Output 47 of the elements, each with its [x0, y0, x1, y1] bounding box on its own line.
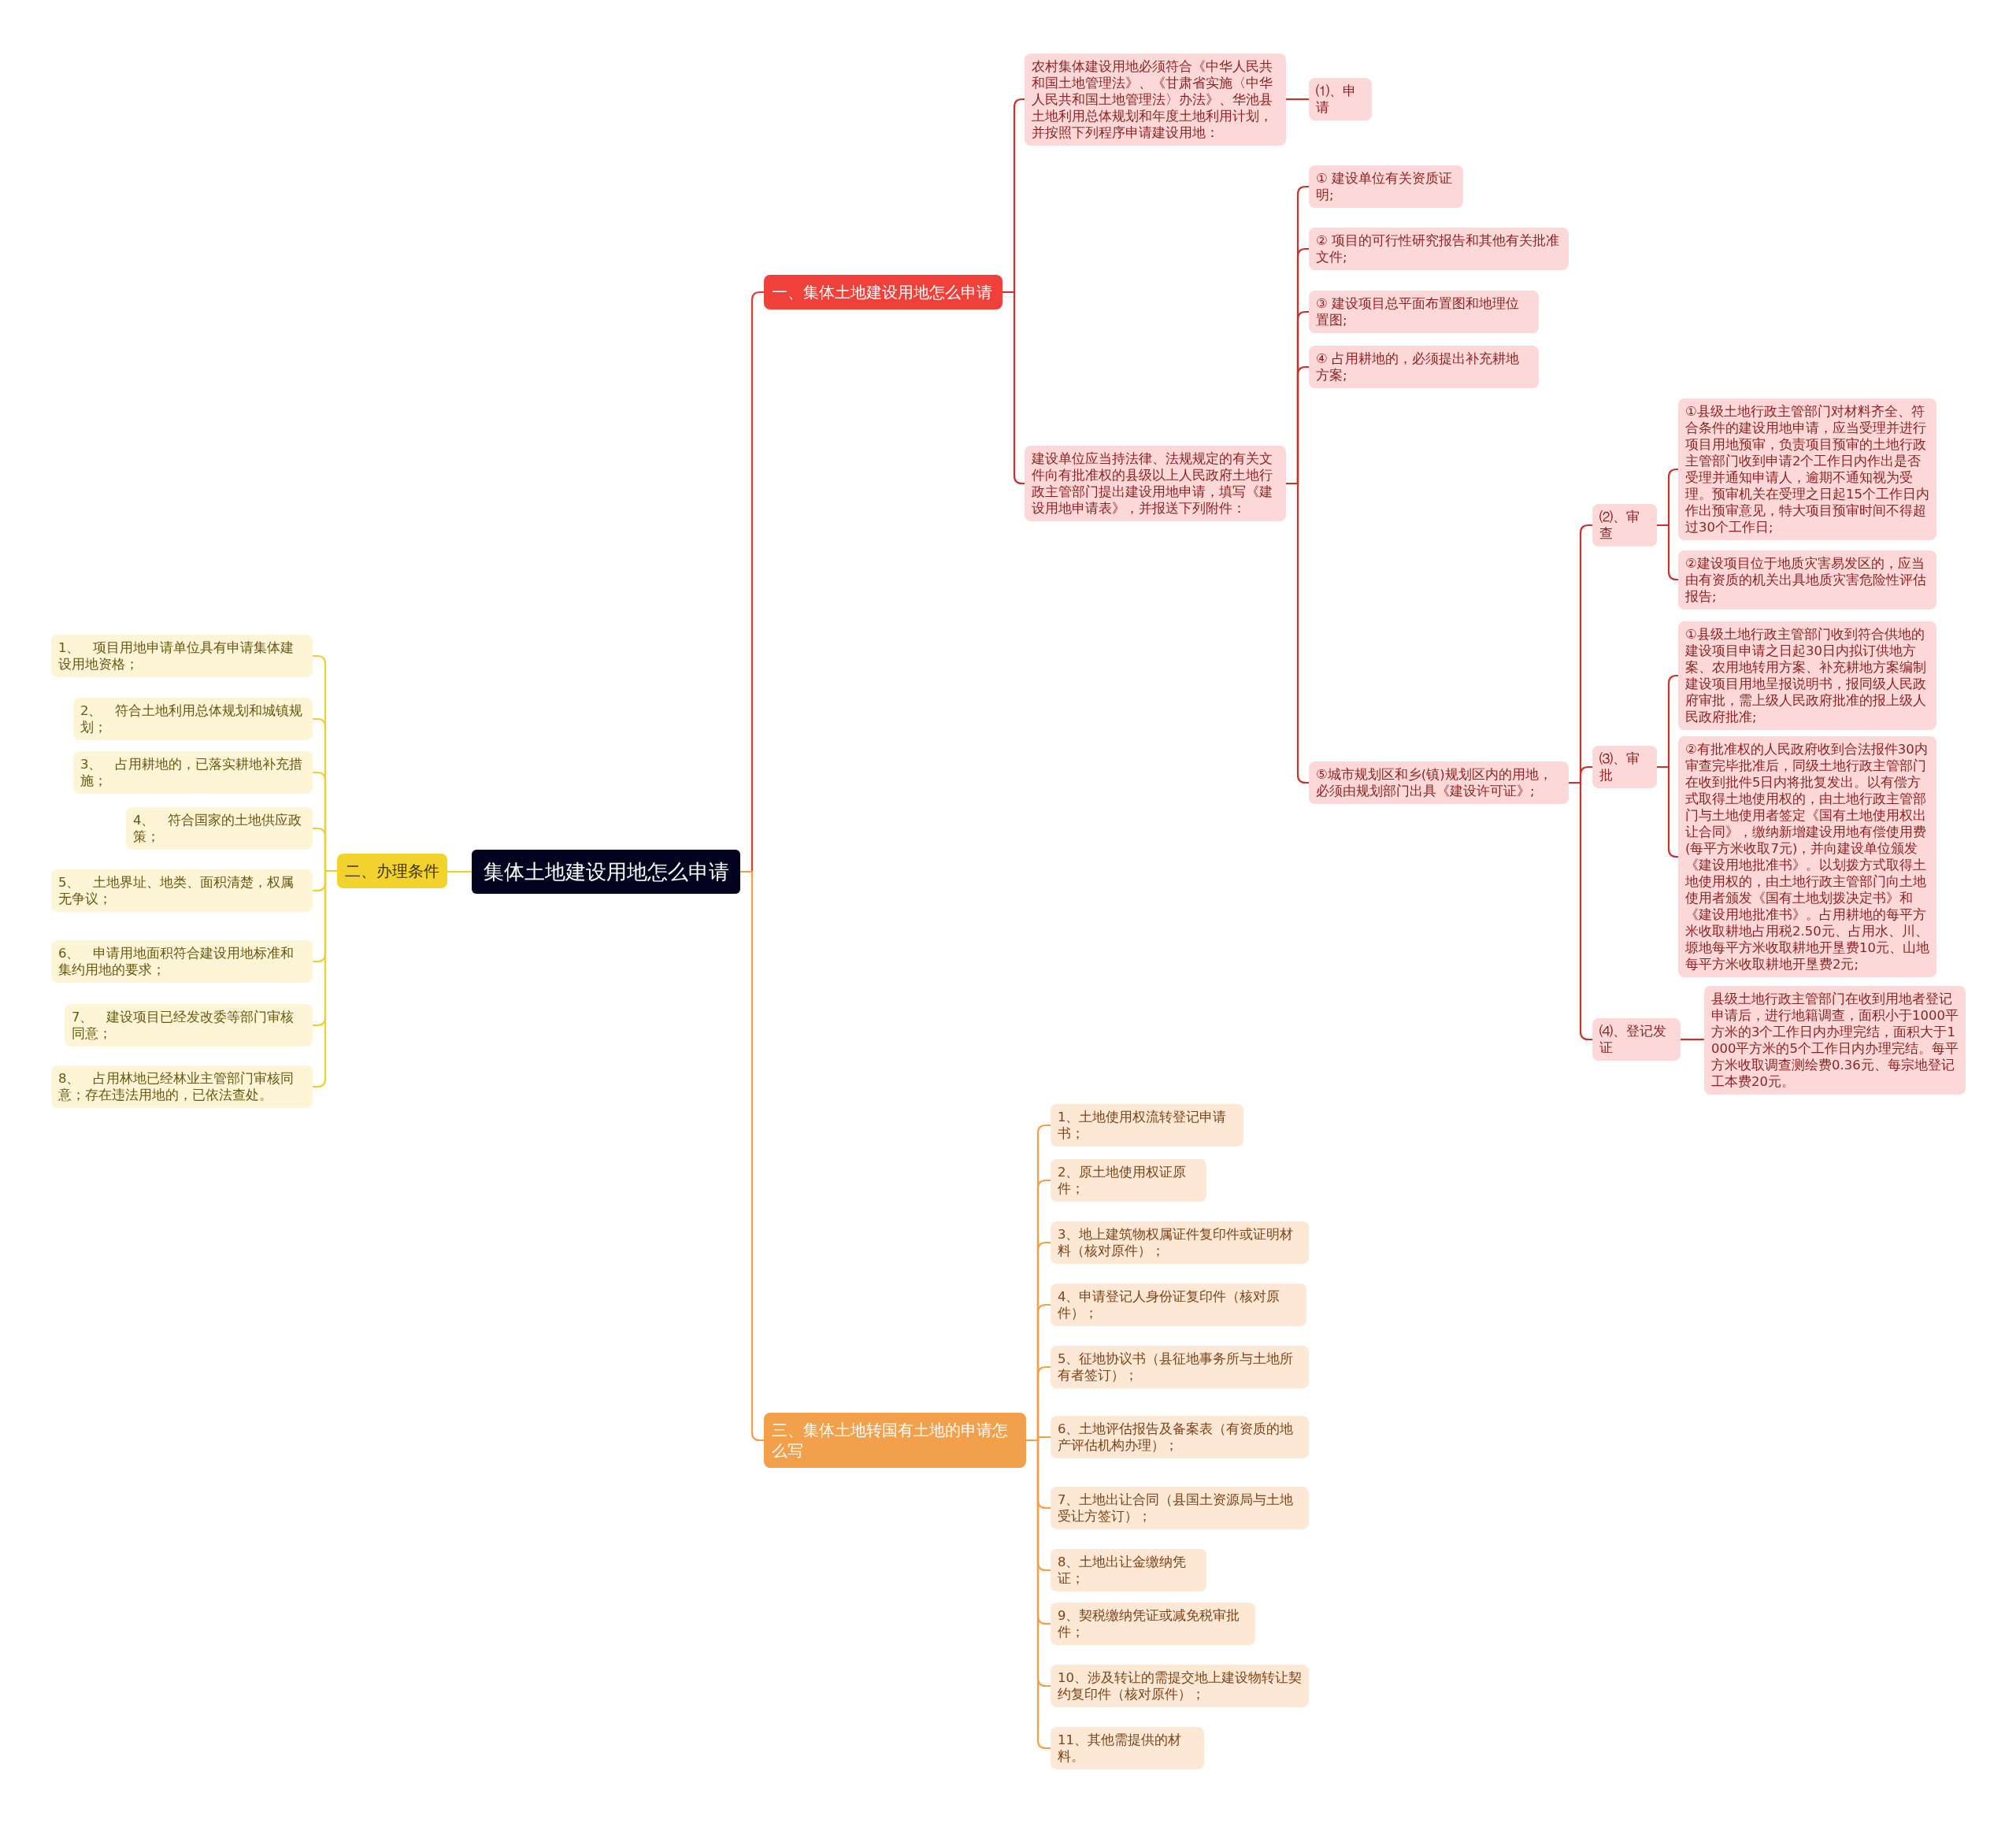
subtopic-box: ⑷、登记发证: [1592, 1018, 1681, 1061]
subtopic-box: 2、 符合土地利用总体规划和城镇规划；: [73, 698, 313, 740]
subtopic-box: ②有批准权的人民政府收到合法报件30内审查完毕批准后，同级土地行政主管部门在收到批件5日内将批复发出。以有偿方式取得土地使用权的，由土地行政主管部门与土地使用者签定《国有土地使用权出让合同》，缴纳新增建设用地有偿使用费(每平方米收取7元)，并向建设单位颁发《建设用地批准书》。以划拨方式取得土地使用权的，由土地行政主管部门向土地使用者颁发《国有土地划拨决定书》和《建设用地批准书》。占用耕地的每平方米收取耕地占用税2.50元、占用水、川、塬地每平方米收取耕地开垦费10元、山地每平方米收取耕地开垦费2元;: [1678, 736, 1936, 977]
connector-line: [1681, 1038, 1704, 1041]
subtopic-box: 2、原土地使用权证原件；: [1051, 1159, 1206, 1202]
subtopic-box: 7、 建设项目已经发改委等部门审核同意；: [65, 1004, 313, 1047]
subtopic-box: ⑵、审查: [1592, 504, 1657, 547]
subtopic-box: 7、土地出让合同（县国土资源局与土地受让方签订）；: [1051, 1487, 1309, 1529]
subtopic-box: ①县级土地行政主管部门收到符合供地的建设项目申请之日起30日内拟订供地方案、农用地转用方案、补充耕地方案编制建设项目用地呈报说明书，报同级人民政府审批，需上级人民政府批准的报上级人民政府批准;: [1678, 621, 1936, 730]
connector-line: [1657, 524, 1678, 581]
subtopic-box: ⑶、审批: [1592, 746, 1657, 788]
subtopic-box: ① 建设单位有关资质证明;: [1309, 165, 1463, 208]
subtopic-box: ⑴、申请: [1309, 78, 1372, 120]
main-topic: 一、集体土地建设用地怎么申请: [764, 275, 1002, 309]
connector-line: [1026, 1439, 1051, 1750]
subtopic-box: 3、 占用耕地的，已落实耕地补充措施；: [73, 751, 313, 794]
main-topic: 二、办理条件: [337, 854, 447, 888]
subtopic-box: ② 项目的可行性研究报告和其他有关批准文件;: [1309, 228, 1569, 270]
subtopic-box: 农村集体建设用地必须符合《中华人民共和国土地管理法》、《甘肃省实施〈中华人民共和国土地管理法〉办法》、华池县土地利用总体规划和年度土地利用计划，并按照下列程序申请建设用地：: [1025, 53, 1286, 146]
subtopic-box: ③ 建设项目总平面布置图和地理位置图;: [1309, 291, 1539, 333]
subtopic-box: 1、土地使用权流转登记申请书；: [1051, 1104, 1243, 1147]
subtopic-box: 3、地上建筑物权属证件复印件或证明材料（核对原件）；: [1051, 1221, 1309, 1264]
subtopic-box: 5、征地协议书（县征地事务所与土地所有者签订）；: [1051, 1346, 1309, 1388]
subtopic-box: 11、其他需提供的材料。: [1051, 1727, 1204, 1769]
connector-line: [1286, 98, 1309, 101]
subtopic-box: 9、契税缴纳凭证或减免税审批件；: [1051, 1603, 1255, 1645]
subtopic-box: 县级土地行政主管部门在收到用地者登记申请后，进行地籍调查，面积小于1000平方米的3个工作日内办理完结，面积大于1000平方米的5个工作日内办理完结。每平方米收取调查测绘费0.36元、每宗地登记工本费20元。: [1704, 986, 1966, 1095]
subtopic-box: 5、 土地界址、地类、面积清楚，权属无争议；: [51, 869, 313, 912]
subtopic-box: 8、 占用林地已经林业主管部门审核同意；存在违法用地的，已依法查处。: [51, 1065, 313, 1108]
subtopic-box: ①县级土地行政主管部门对材料齐全、符合条件的建设用地申请，应当受理并进行项目用地预审，负责项目预审的土地行政主管部门收到申请2个工作日内作出是否受理并通知申请人，逾期不通知视为受理。预审机关在受理之日起15个工作日内作出预审意见，特大项目预审时间不得超过30个工作日;: [1678, 398, 1936, 540]
connector-line: [1286, 482, 1309, 784]
connector-line: [447, 870, 472, 873]
central-topic: 集体土地建设用地怎么申请: [472, 850, 740, 894]
subtopic-box: ②建设项目位于地质灾害易发区的，应当由有资质的机关出具地质灾害危险性评估报告;: [1678, 550, 1936, 610]
main-topic: 三、集体土地转国有土地的申请怎么写: [764, 1413, 1026, 1468]
subtopic-box: 6、土地评估报告及备案表（有资质的地产评估机构办理）；: [1051, 1416, 1309, 1458]
subtopic-box: 4、 符合国家的土地供应政策；: [126, 807, 313, 850]
subtopic-box: ④ 占用耕地的，必须提出补充耕地方案;: [1309, 346, 1539, 388]
subtopic-box: 4、申请登记人身份证复印件（核对原件）；: [1051, 1284, 1306, 1326]
connector-line: [1002, 291, 1025, 485]
subtopic-box: 建设单位应当持法律、法规规定的有关文件向有批准权的县级以上人民政府土地行政主管部门提出建设用地申请，填写《建设用地申请表》，并报送下列附件：: [1025, 446, 1286, 521]
connector-line: [1657, 765, 1678, 858]
subtopic-box: 6、 申请用地面积符合建设用地标准和集约用地的要求；: [51, 940, 313, 983]
subtopic-box: 1、 项目用地申请单位具有申请集体建设用地资格；: [51, 635, 313, 677]
subtopic-box: ⑤城市规划区和乡(镇)规划区内的用地，必须由规划部门出具《建设许可证》;: [1309, 761, 1569, 804]
subtopic-box: 8、土地出让金缴纳凭证；: [1051, 1549, 1206, 1591]
subtopic-box: 10、涉及转让的需提交地上建设物转让契约复印件（核对原件）；: [1051, 1665, 1309, 1707]
